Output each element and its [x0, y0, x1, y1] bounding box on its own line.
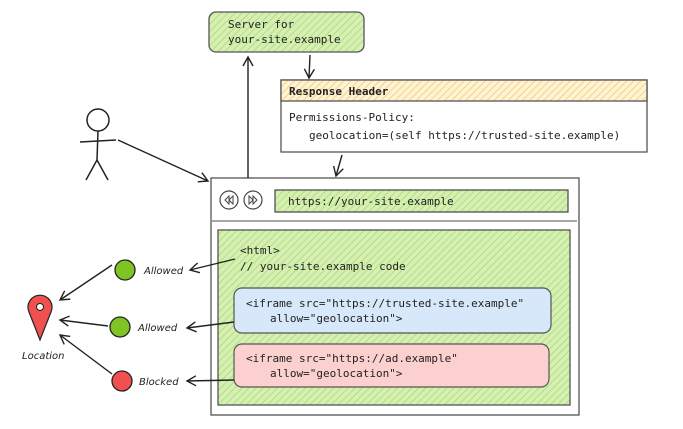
user-figure-icon [79, 108, 117, 181]
rewind-icon[interactable] [219, 190, 239, 210]
policy-line1: Permissions-Policy: [289, 111, 415, 124]
url-text: https://your-site.example [288, 195, 454, 208]
site-code-comment: // your-site.example code [240, 260, 406, 273]
iframe-trusted-line1: <iframe src="https://trusted-site.exampl… [246, 297, 524, 310]
result-label: Allowed [143, 266, 184, 277]
fast-forward-icon[interactable] [243, 190, 263, 210]
map-pin-icon [27, 294, 53, 342]
iframe-ad: <iframe src="https://ad.example" allow="… [233, 343, 550, 388]
iframe-ad-line2: allow="geolocation"> [270, 367, 403, 380]
iframe-ad-line1: <iframe src="https://ad.example" [246, 352, 458, 365]
result-label: Allowed [137, 323, 178, 334]
response-header-box: Response Header Permissions-Policy: geol… [280, 79, 648, 153]
server-line1: Server for [228, 18, 295, 31]
html-tag: <html> [240, 244, 280, 257]
result-blocked-ad: Blocked [111, 370, 179, 392]
url-bar[interactable]: https://your-site.example [274, 189, 569, 213]
server-line2: your-site.example [228, 33, 341, 46]
result-label: Blocked [139, 377, 179, 388]
iframe-trusted-line2: allow="geolocation"> [270, 312, 403, 325]
server-box: Server for your-site.example [208, 11, 365, 53]
policy-line2: geolocation=(self https://trusted-site.e… [309, 129, 620, 142]
response-header-title: Response Header [289, 85, 389, 98]
flow-arrows [58, 54, 344, 387]
browser-window: https://your-site.example <html> // your… [210, 177, 580, 416]
result-allowed-self: Allowed [114, 259, 184, 281]
iframe-trusted: <iframe src="https://trusted-site.exampl… [233, 287, 552, 334]
result-allowed-trusted: Allowed [109, 316, 178, 338]
location-label: Location [22, 351, 64, 362]
